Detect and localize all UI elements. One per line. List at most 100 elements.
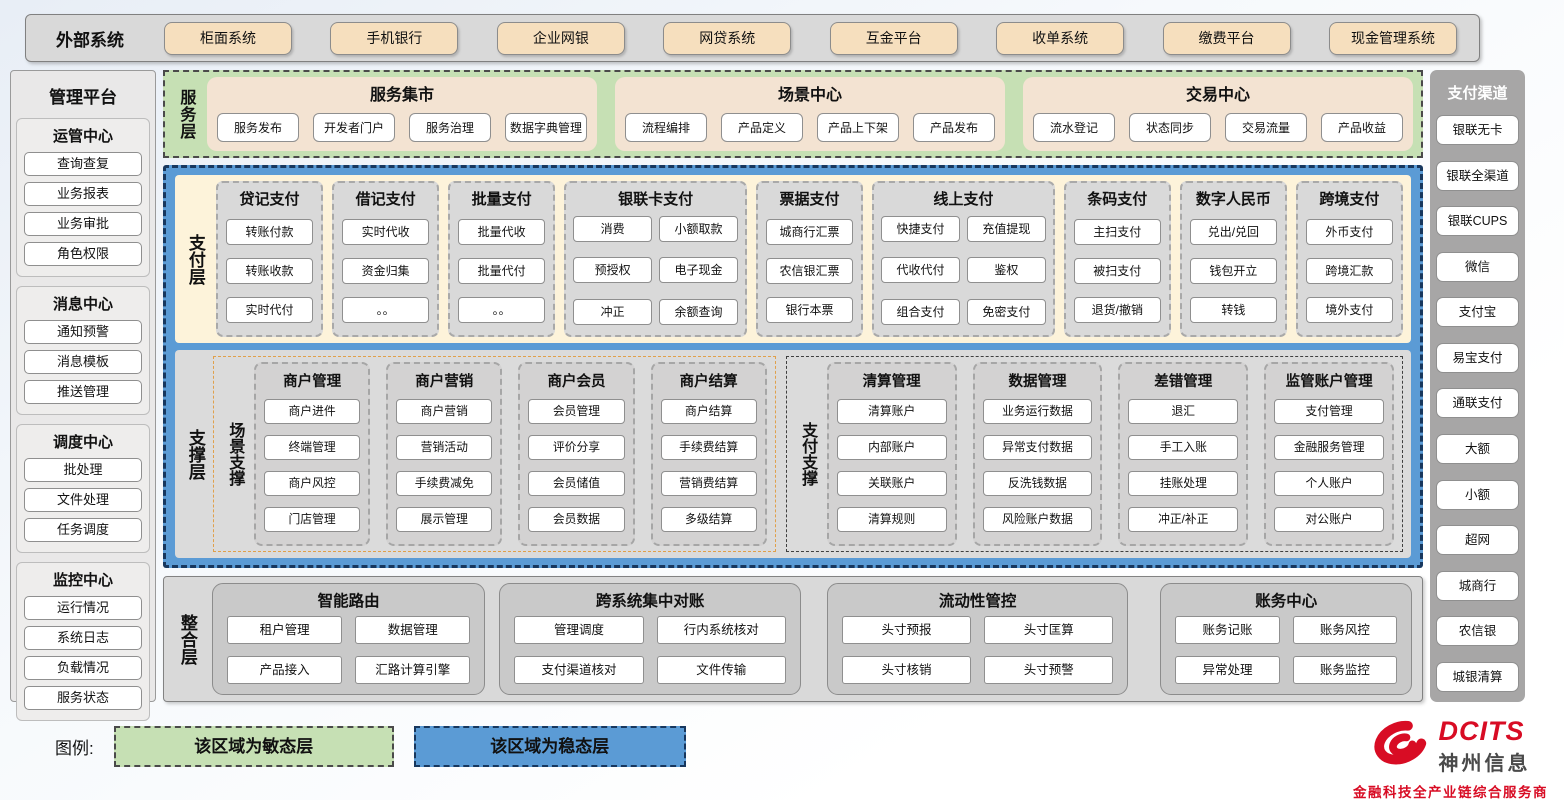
- support-item: 退汇: [1128, 398, 1239, 424]
- payment-channel-item: 大额: [1436, 434, 1519, 465]
- payment-item: 外币支付: [1305, 218, 1393, 245]
- external-systems-items: 柜面系统手机银行企业网银网贷系统互金平台收单系统缴费平台现金管理系统: [164, 21, 1457, 55]
- payment-item: 消费: [573, 216, 653, 243]
- integration-section: 跨系统集中对账管理调度行内系统核对支付渠道核对文件传输: [499, 583, 801, 695]
- management-platform-title: 管理平台: [49, 88, 117, 107]
- legend-stable-layer: 该区域为稳态层: [413, 726, 686, 767]
- service-item: 交易流量: [1225, 112, 1307, 142]
- support-item: 反洗钱数据: [982, 471, 1093, 497]
- integration-section-title: 跨系统集中对账: [595, 593, 705, 610]
- support-column-items: 业务运行数据异常支付数据反洗钱数据风险账户数据: [982, 393, 1093, 538]
- payment-item: 跨境汇款: [1305, 257, 1393, 284]
- center-layers: 服务层 服务集市服务发布开发者门户服务治理数据字典管理场景中心流程编排产品定义产…: [163, 70, 1423, 702]
- payment-channel-item: 城银清算: [1436, 661, 1519, 692]
- legend: 图例: 该区域为敏态层 该区域为稳态层: [55, 726, 686, 767]
- support-zones: 场景支撑商户管理商户进件终端管理商户风控门店管理商户营销商户营销营销活动手续费减…: [213, 356, 1403, 552]
- service-item: 服务发布: [217, 112, 299, 142]
- payment-column-items: 主扫支付被扫支付退货/撤销: [1073, 212, 1162, 329]
- logo-text: DCITS 神州信息: [1439, 718, 1531, 776]
- support-item: 商户结算: [660, 398, 757, 424]
- payment-item: 小额取款: [659, 216, 738, 243]
- integration-item: 数据管理: [355, 616, 471, 644]
- support-column-items: 退汇手工入账挂账处理冲正/补正: [1128, 393, 1239, 538]
- support-item: 支付管理: [1274, 398, 1385, 424]
- payment-item: 充值提现: [966, 216, 1046, 243]
- payment-item: 批量代收: [458, 218, 546, 245]
- payment-channels-title: 支付渠道: [1447, 85, 1508, 102]
- payment-column: 数字人民币兑出/兑回钱包开立转钱: [1179, 181, 1287, 337]
- payment-channel-item: 通联支付: [1436, 388, 1519, 419]
- payment-item: 农信银汇票: [765, 257, 854, 284]
- payment-channel-item: 超网: [1436, 525, 1519, 556]
- service-section-title: 交易中心: [1185, 87, 1250, 104]
- management-platform-panel: 管理平台 运管中心查询查复业务报表业务审批角色权限消息中心通知预警消息模板推送管…: [10, 70, 156, 721]
- logo-name-cn: 神州信息: [1438, 753, 1531, 775]
- support-column: 商户结算商户结算手续费结算营销费结算多级结算: [650, 362, 767, 546]
- management-group-title: 消息中心: [52, 296, 113, 313]
- integration-item: 产品接入: [227, 655, 343, 684]
- payment-item: 实时代收: [342, 218, 430, 245]
- payment-column-title: 贷记支付: [239, 191, 300, 208]
- external-system-item: 缴费平台: [1162, 21, 1291, 55]
- service-item: 流程编排: [625, 112, 707, 142]
- payment-channel-item: 农信银: [1436, 616, 1519, 647]
- external-system-item: 柜面系统: [164, 21, 292, 55]
- payment-item: 城商行汇票: [765, 218, 854, 245]
- payment-column: 条码支付主扫支付被扫支付退货/撤销: [1063, 181, 1171, 337]
- service-item: 产品收益: [1321, 112, 1403, 142]
- support-item: 手续费结算: [660, 434, 757, 460]
- support-item: 清算账户: [836, 398, 947, 424]
- support-item: 终端管理: [264, 434, 361, 460]
- payment-column-items: 兑出/兑回钱包开立转钱: [1189, 212, 1278, 329]
- support-item: 会员管理: [528, 398, 625, 424]
- support-item: 营销费结算: [660, 471, 757, 497]
- payment-item: 快捷支付: [881, 216, 960, 243]
- payment-column-items: 快捷支付充值提现代收代付鉴权组合支付免密支付: [881, 212, 1046, 329]
- service-section-title: 场景中心: [777, 87, 842, 104]
- support-column-title: 商户会员: [547, 374, 606, 390]
- support-item: 关联账户: [836, 471, 947, 497]
- support-item: 会员储值: [528, 471, 625, 497]
- payment-channel-item: 银联CUPS: [1436, 206, 1519, 237]
- support-column-title: 数据管理: [1008, 374, 1067, 390]
- integration-item: 头寸预警: [984, 655, 1114, 684]
- service-layer: 服务层 服务集市服务发布开发者门户服务治理数据字典管理场景中心流程编排产品定义产…: [163, 70, 1423, 158]
- payment-layer: 支付层 贷记支付转账付款转账收款实时代付借记支付实时代收资金归集。。批量支付批量…: [175, 175, 1411, 343]
- integration-item: 账务记账: [1175, 616, 1280, 644]
- payment-column-title: 批量支付: [471, 191, 532, 208]
- management-groups: 运管中心查询查复业务报表业务审批角色权限消息中心通知预警消息模板推送管理调度中心…: [16, 118, 150, 730]
- support-item: 手续费减免: [396, 471, 493, 497]
- management-item: 推送管理: [24, 380, 142, 404]
- payment-item: 实时代付: [226, 296, 314, 323]
- support-zone-label: 支付支撑: [799, 422, 817, 486]
- payment-item: 被扫支付: [1073, 257, 1161, 284]
- external-system-item: 网贷系统: [663, 21, 792, 55]
- management-item: 消息模板: [24, 350, 142, 374]
- service-item: 开发者门户: [313, 112, 395, 142]
- management-item: 通知预警: [24, 320, 142, 344]
- payment-item: 钱包开立: [1189, 257, 1277, 284]
- support-column-title: 商户结算: [679, 374, 738, 390]
- support-column-items: 商户营销营销活动手续费减免展示管理: [396, 393, 493, 538]
- payment-column: 批量支付批量代收批量代付。。: [448, 181, 556, 337]
- support-item: 内部账户: [836, 434, 947, 460]
- external-systems-label: 外部系统: [56, 30, 124, 50]
- support-item: 业务运行数据: [982, 398, 1093, 424]
- payment-column-items: 转账付款转账收款实时代付: [225, 212, 314, 329]
- management-group-title: 监控中心: [52, 572, 113, 589]
- payment-channel-item: 支付宝: [1436, 297, 1519, 328]
- support-item: 手工入账: [1128, 434, 1239, 460]
- payment-item: 免密支付: [966, 298, 1046, 325]
- integration-sections: 智能路由租户管理数据管理产品接入汇路计算引擎跨系统集中对账管理调度行内系统核对支…: [212, 583, 1412, 695]
- payment-column: 贷记支付转账付款转账收款实时代付: [216, 181, 324, 337]
- support-item: 冲正/补正: [1128, 507, 1239, 533]
- service-item: 服务治理: [409, 112, 491, 142]
- service-section-items: 流水登记状态同步交易流量产品收益: [1033, 109, 1403, 145]
- service-item: 产品上下架: [817, 112, 899, 142]
- service-item: 产品发布: [913, 112, 995, 142]
- payment-item: 转账付款: [226, 218, 314, 245]
- payment-item: 主扫支付: [1073, 218, 1161, 245]
- service-section-items: 流程编排产品定义产品上下架产品发布: [625, 109, 995, 145]
- support-layer-label: 支撑层: [185, 428, 205, 480]
